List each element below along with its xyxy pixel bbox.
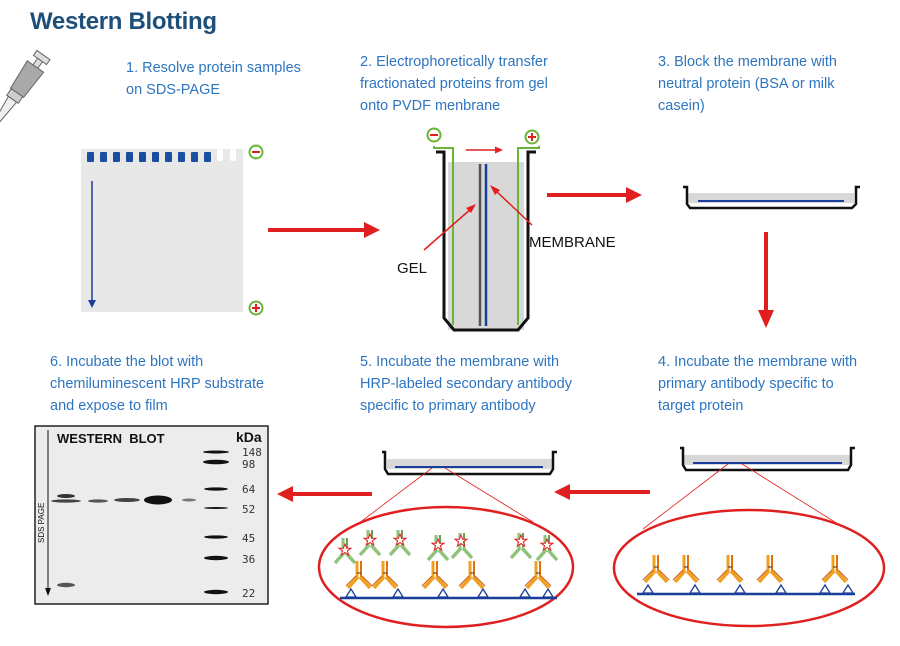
step-2-text: 2. Electrophoretically transfer fraction… (360, 51, 548, 117)
blot-unit-label: kDa (236, 429, 262, 445)
step-2-line: onto PVDF menbrane (360, 98, 501, 114)
sds-page-gel (81, 149, 243, 312)
step-3-line: 3. Block the membrane with (658, 54, 837, 70)
step-4-line: 4. Incubate the membrane with (658, 354, 858, 370)
gel-label: GEL (397, 260, 427, 277)
step-5-line: specific to primary antibody (360, 398, 536, 414)
membrane-pointer-arrow (490, 185, 533, 226)
arrow-right-icon (547, 187, 642, 203)
step-5-text: 5. Incubate the membrane with HRP-labele… (360, 351, 572, 417)
blot-title: WESTERN BLOT (57, 431, 165, 446)
step-3-line: casein) (658, 98, 705, 114)
marker-label: 148 (242, 446, 262, 459)
marker-label: 52 (242, 503, 255, 516)
blocking-tray (683, 185, 860, 210)
sds-page-axis-label: SDS PAGE (37, 503, 46, 543)
arrow-right-icon (268, 222, 380, 238)
step-6-line: and expose to film (50, 398, 168, 414)
step-4-line: primary antibody specific to (658, 376, 834, 392)
secondary-antibody-zoom-ellipse (317, 505, 575, 629)
step-1-line: 1. Resolve protein samples (126, 60, 301, 76)
membrane-label: MEMBRANE (529, 234, 616, 251)
marker-label: 36 (242, 553, 255, 566)
step-1-line: on SDS-PAGE (126, 82, 221, 98)
arrow-left-icon (277, 486, 372, 502)
step-1-text: 1. Resolve protein samples on SDS-PAGE (126, 57, 301, 101)
primary-antibody-zoom-ellipse (612, 508, 886, 628)
step-6-text: 6. Incubate the blot with chemiluminesce… (50, 351, 264, 417)
gel-pointer-arrow (423, 204, 476, 251)
step-5-line: 5. Incubate the membrane with (360, 354, 560, 370)
negative-electrode-icon (248, 144, 264, 160)
arrow-down-icon (758, 232, 774, 328)
page-title: Western Blotting (30, 8, 217, 35)
primary-incubation-tray (642, 446, 855, 530)
western-blot-film (34, 425, 269, 605)
positive-electrode-icon (248, 300, 264, 316)
transfer-direction-arrow-icon (466, 146, 503, 154)
marker-label: 45 (242, 532, 255, 545)
step-4-line: target protein (658, 398, 744, 414)
negative-electrode-icon (426, 127, 442, 143)
marker-label: 64 (242, 483, 256, 496)
step-6-line: chemiluminescent HRP substrate (50, 376, 265, 392)
arrow-left-icon (554, 484, 650, 500)
step-3-text: 3. Block the membrane with neutral prote… (658, 51, 837, 117)
marker-label: 98 (242, 458, 255, 471)
step-2-line: fractionated proteins from gel (360, 76, 548, 92)
transfer-tank (433, 146, 540, 332)
positive-electrode-icon (524, 129, 540, 145)
step-5-line: HRP-labeled secondary antibody (360, 376, 572, 392)
pipette-icon (0, 49, 51, 128)
step-6-line: 6. Incubate the blot with (50, 354, 204, 370)
step-4-text: 4. Incubate the membrane with primary an… (658, 351, 857, 417)
marker-label: 22 (242, 587, 255, 600)
step-3-line: neutral protein (BSA or milk (658, 76, 835, 92)
step-2-line: 2. Electrophoretically transfer (360, 54, 548, 70)
